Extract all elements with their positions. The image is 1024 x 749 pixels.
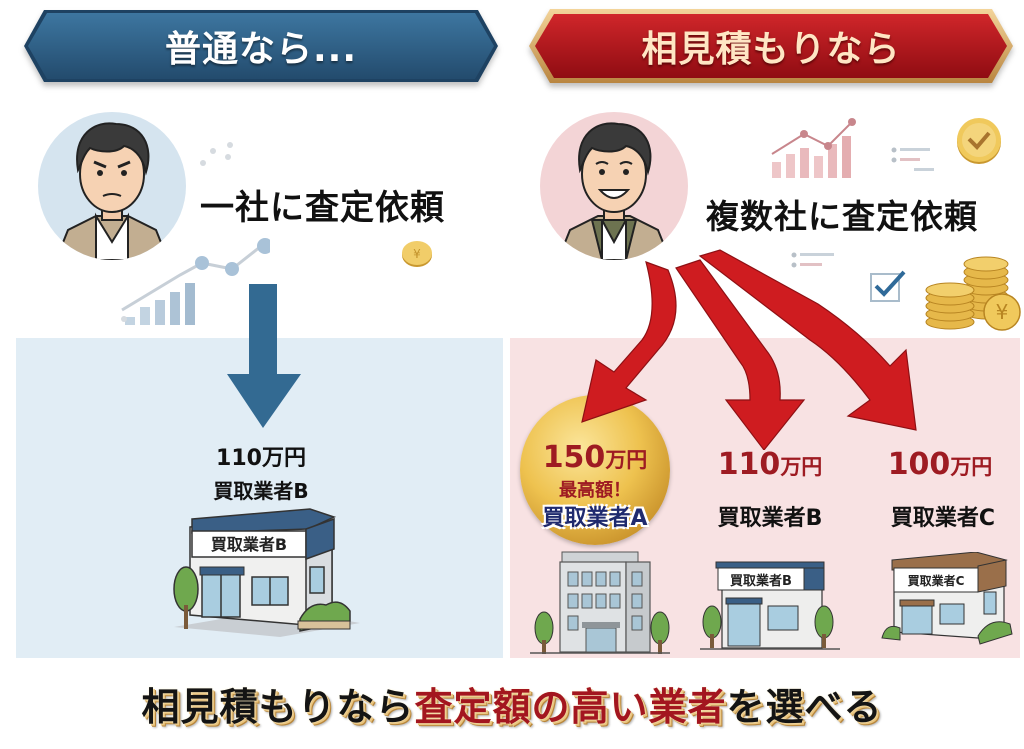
list-lines-icon: [791, 252, 834, 268]
banner-normal: 普通なら...: [22, 8, 500, 84]
shop-building-icon: 買取業者C: [881, 552, 1013, 645]
gold-medal-highlight: [520, 395, 670, 545]
avatar-frowning-person: [38, 112, 186, 260]
highest-badge: 最高額！: [559, 480, 631, 501]
line-chart-icon: [121, 142, 270, 325]
vendor-b: 買取業者B: [717, 506, 823, 531]
avatar-smiling-person: [540, 112, 688, 260]
banner-normal-text: 普通なら...: [164, 29, 358, 70]
shop-sign: 買取業者B: [730, 573, 792, 589]
price-number: 150: [542, 440, 606, 475]
vendor-c: 買取業者C: [890, 506, 996, 531]
red-arrows-icon: [581, 249, 917, 450]
footer-conclusion: 相見積もりなら査定額の高い業者を選べる: [0, 676, 1024, 731]
price-single: 110万円: [216, 446, 306, 471]
office-building-icon: [530, 551, 670, 654]
svg-text:¥: ¥: [996, 300, 1009, 324]
banner-shape: [24, 10, 498, 82]
heading-multi-quote: 複数社に査定依頼: [706, 197, 978, 236]
shop-building-icon: 買取業者B: [700, 561, 840, 650]
price-number: 100: [887, 447, 951, 482]
vendor-single: 買取業者B: [213, 479, 309, 503]
banner-shape: [529, 9, 1013, 83]
heading-single-quote: 一社に査定依頼: [200, 188, 445, 228]
coin-stack-icon: ¥: [925, 256, 1021, 331]
price-number: 110: [717, 447, 781, 482]
vendor-a: 買取業者A: [542, 506, 648, 531]
check-coin-icon: [957, 118, 1001, 164]
checkbox-icon: [870, 270, 906, 302]
banner-comparison-text: 相見積もりなら: [641, 29, 901, 70]
price-unit: 万円: [780, 455, 823, 479]
price-unit: 万円: [950, 455, 993, 479]
banner-comparison: 相見積もりなら: [528, 8, 1014, 84]
person-smiling-icon: [556, 122, 672, 260]
person-frowning-icon: [54, 122, 170, 260]
price-unit: 万円: [605, 448, 648, 472]
footer-part-1: 相見積もりなら: [141, 685, 415, 729]
footer-part-2-highlight: 査定額の高い業者: [414, 685, 727, 729]
footer-part-3: を選べる: [726, 685, 883, 729]
down-arrow-icon: [227, 284, 301, 428]
price-vendor-c: 100万円: [870, 447, 1010, 482]
bar-chart-icon: [771, 118, 934, 178]
shop-sign: 買取業者B: [211, 535, 287, 554]
shop-building-icon: 買取業者B: [173, 508, 360, 637]
price-vendor-b: 110万円: [700, 447, 840, 482]
shop-sign: 買取業者C: [908, 573, 965, 588]
price-vendor-a: 150万円: [530, 440, 660, 475]
yen-coin-icon: ¥: [402, 241, 432, 267]
svg-text:¥: ¥: [413, 247, 421, 261]
